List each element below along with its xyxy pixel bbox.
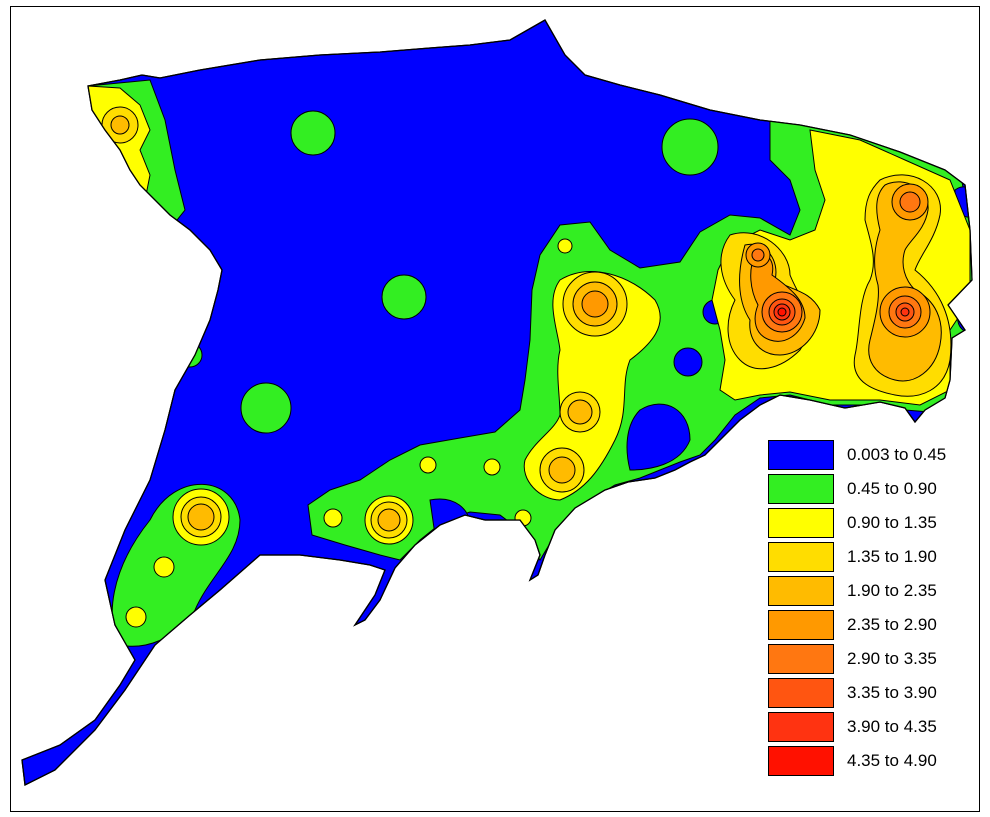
legend-item: 0.45 to 0.90 bbox=[768, 471, 978, 505]
map-legend: 0.003 to 0.45 0.45 to 0.90 0.90 to 1.35 1.3… bbox=[768, 437, 978, 777]
legend-swatch bbox=[768, 610, 834, 640]
legend-swatch bbox=[768, 440, 834, 470]
legend-item: 2.35 to 2.90 bbox=[768, 607, 978, 641]
legend-swatch bbox=[768, 746, 834, 776]
legend-item: 0.003 to 0.45 bbox=[768, 437, 978, 471]
legend-item: 0.90 to 1.35 bbox=[768, 505, 978, 539]
legend-label: 0.90 to 1.35 bbox=[847, 513, 937, 532]
legend-label: 2.90 to 3.35 bbox=[847, 649, 937, 668]
legend-label: 0.45 to 0.90 bbox=[847, 479, 937, 498]
legend-label: 2.35 to 2.90 bbox=[847, 615, 937, 634]
legend-item: 2.90 to 3.35 bbox=[768, 641, 978, 675]
legend-swatch bbox=[768, 712, 834, 742]
legend-label: 1.90 to 2.35 bbox=[847, 581, 937, 600]
legend-label: 1.35 to 1.90 bbox=[847, 547, 937, 566]
legend-label: 3.90 to 4.35 bbox=[847, 717, 937, 736]
legend-label: 3.35 to 3.90 bbox=[847, 683, 937, 702]
legend-swatch bbox=[768, 508, 834, 538]
legend-item: 1.90 to 2.35 bbox=[768, 573, 978, 607]
legend-item: 3.35 to 3.90 bbox=[768, 675, 978, 709]
legend-swatch bbox=[768, 644, 834, 674]
contour-band-peak bbox=[777, 307, 787, 317]
legend-label: 0.003 to 0.45 bbox=[847, 445, 947, 464]
land-outline bbox=[21, 19, 973, 786]
legend-label: 4.35 to 4.90 bbox=[847, 751, 937, 770]
legend-swatch bbox=[768, 474, 834, 504]
legend-item: 1.35 to 1.90 bbox=[768, 539, 978, 573]
legend-swatch bbox=[768, 678, 834, 708]
legend-swatch bbox=[768, 576, 834, 606]
legend-swatch bbox=[768, 542, 834, 572]
legend-item: 3.90 to 4.35 bbox=[768, 709, 978, 743]
legend-item: 4.35 to 4.90 bbox=[768, 743, 978, 777]
